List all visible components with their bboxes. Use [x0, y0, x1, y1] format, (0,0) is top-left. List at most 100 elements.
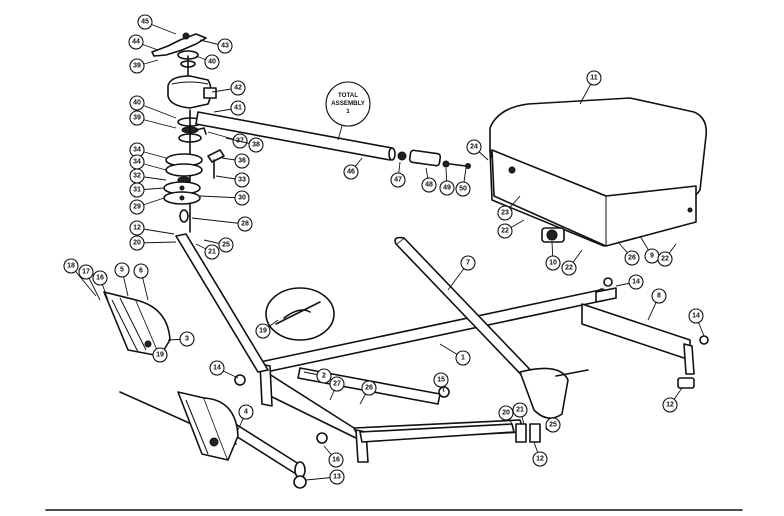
callout-circle — [234, 190, 250, 206]
callout-39: 39 — [129, 110, 177, 129]
callout-label: 33 — [238, 177, 246, 184]
callout-label: 12 — [536, 456, 544, 463]
callout-circle — [92, 270, 108, 286]
callout-34: 34 — [129, 142, 167, 159]
callout-27: 27 — [329, 376, 345, 401]
callout-label: 34 — [133, 159, 141, 166]
callout-circle — [129, 58, 145, 74]
callout-circle — [237, 216, 253, 232]
callout-25: 25 — [203, 237, 234, 253]
callout-label: 20 — [502, 410, 510, 417]
callout-label: 6 — [139, 268, 143, 275]
callout-label: 39 — [133, 63, 141, 70]
callout-label: 7 — [466, 260, 470, 267]
callout-10: 10 — [545, 241, 561, 271]
callout-33: 33 — [215, 172, 250, 188]
callout-circle — [498, 405, 514, 421]
callout-circle — [455, 350, 471, 366]
callout-label: 50 — [459, 186, 467, 193]
callout-label: 20 — [133, 240, 141, 247]
callout-circle — [561, 260, 577, 276]
callout-label: 44 — [132, 39, 140, 46]
callout-circle — [204, 244, 220, 260]
callout-label: 43 — [221, 43, 229, 50]
callout-circle — [624, 250, 640, 266]
callout-15: 15 — [433, 372, 449, 393]
callout-16: 16 — [92, 270, 109, 301]
callout-3: 3 — [167, 331, 195, 347]
total-assembly-line-2: ASSEMBLY — [331, 100, 366, 107]
lever-arm — [394, 236, 589, 419]
callout-circle — [460, 255, 476, 271]
callout-29: 29 — [129, 197, 165, 215]
callout-41: 41 — [213, 100, 246, 116]
callout-circle — [688, 308, 704, 324]
callout-26: 26 — [617, 241, 640, 266]
callout-30: 30 — [199, 190, 250, 206]
callout-14: 14 — [688, 308, 705, 337]
callout-1: 1 — [439, 343, 471, 366]
callout-25: 25 — [545, 417, 561, 433]
callout-circle — [497, 205, 513, 221]
footrest-left — [103, 291, 171, 357]
total-assembly-line-1: TOTAL — [338, 92, 358, 99]
callout-circle — [179, 331, 195, 347]
callout-label: 48 — [425, 182, 433, 189]
callout-label: 15 — [437, 377, 445, 384]
callout-9: 9 — [639, 235, 660, 264]
callout-label: 14 — [213, 365, 221, 372]
callout-34: 34 — [129, 154, 167, 171]
callout-label: 36 — [238, 158, 246, 165]
callout-circle — [662, 397, 678, 413]
callout-46: 46 — [343, 157, 363, 180]
callout-40: 40 — [129, 95, 177, 119]
callout-circle — [129, 182, 145, 198]
callout-label: 3 — [185, 336, 189, 343]
callout-40: 40 — [195, 54, 220, 70]
callout-label: 28 — [241, 221, 249, 228]
callout-circle — [204, 54, 220, 70]
callout-leader — [191, 217, 246, 225]
callout-circle — [218, 237, 234, 253]
callout-label: 17 — [82, 269, 90, 276]
callout-circle — [361, 380, 377, 396]
callout-label: 14 — [692, 313, 700, 320]
callout-label: 13 — [333, 474, 341, 481]
callout-label: 26 — [365, 385, 373, 392]
callout-label: 21 — [208, 249, 216, 256]
callout-label: 39 — [133, 115, 141, 122]
callout-17: 17 — [78, 264, 101, 301]
callout-42: 42 — [211, 80, 246, 96]
callout-circle — [545, 417, 561, 433]
callout-22: 22 — [657, 243, 677, 267]
callout-44: 44 — [128, 34, 159, 51]
callout-23: 23 — [497, 195, 521, 221]
callout-7: 7 — [447, 255, 476, 291]
callout-31: 31 — [129, 182, 165, 198]
callout-label: 34 — [133, 147, 141, 154]
callout-label: 10 — [549, 260, 557, 267]
callout-8: 8 — [647, 288, 667, 321]
callout-circle — [129, 95, 145, 111]
callout-circle — [545, 255, 561, 271]
callout-4: 4 — [237, 404, 254, 431]
total-assembly-line-3: 1 — [346, 108, 350, 115]
callout-20: 20 — [129, 235, 177, 251]
callout-circle — [390, 172, 406, 188]
callout-label: 23 — [501, 210, 509, 217]
callout-circle — [328, 452, 344, 468]
callout-circle — [628, 274, 644, 290]
callout-circle — [255, 323, 271, 339]
callout-circle — [512, 402, 528, 418]
callout-circle — [129, 110, 145, 126]
callout-19: 19 — [255, 319, 279, 339]
callout-circle — [657, 251, 673, 267]
callout-circle — [421, 177, 437, 193]
callout-39: 39 — [129, 58, 159, 74]
callout-label: 31 — [133, 187, 141, 194]
callout-24: 24 — [466, 139, 489, 161]
callout-circle — [133, 263, 149, 279]
callout-circle — [497, 223, 513, 239]
